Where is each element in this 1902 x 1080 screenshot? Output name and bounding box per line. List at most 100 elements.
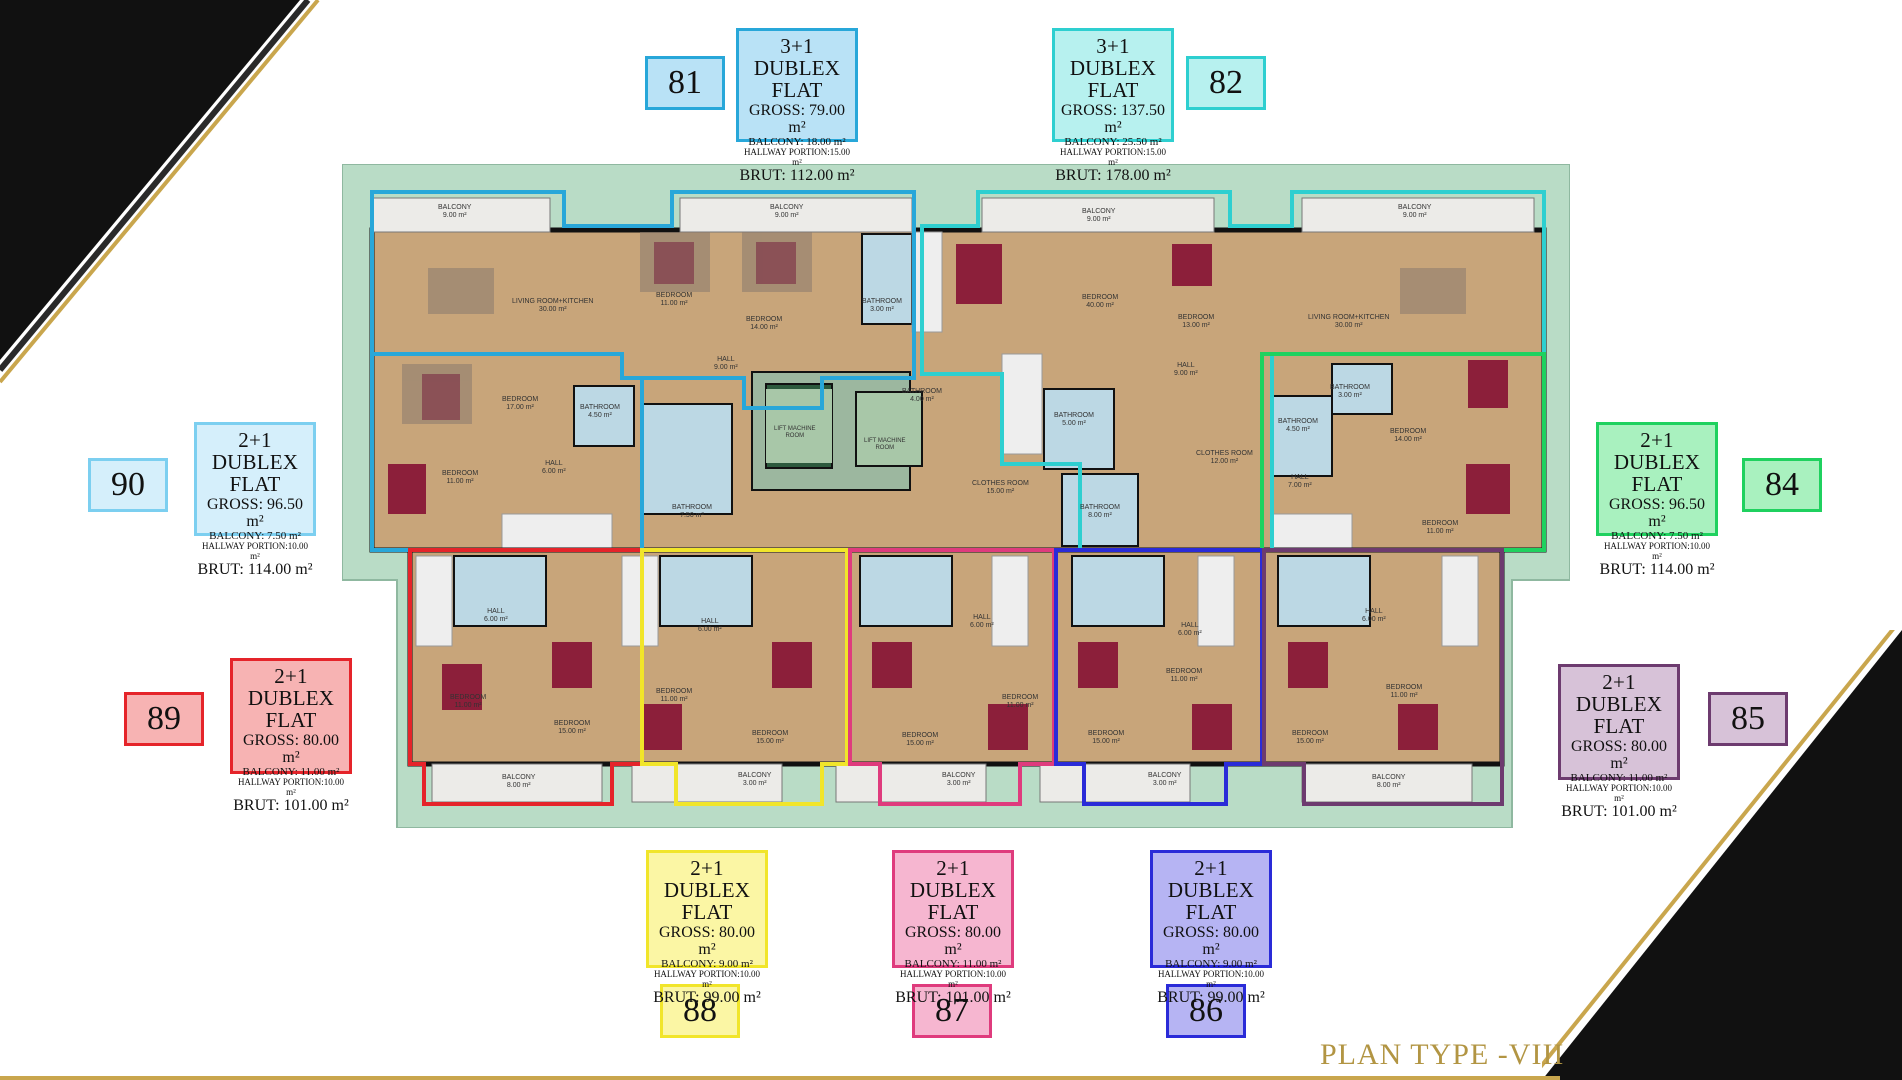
unit-hallway: HALLWAY PORTION:10.00 m²: [1157, 969, 1265, 989]
unit-brut: BRUT: 101.00 m²: [1561, 803, 1677, 821]
unit-brut: BRUT: 114.00 m²: [197, 561, 313, 579]
unit-flat: FLAT: [229, 472, 281, 497]
room-label-bedroom: BEDROOM 11.00 m²: [656, 292, 693, 308]
unit-brut: BRUT: 178.00 m²: [1055, 167, 1171, 185]
unit-number-86[interactable]: 86: [1166, 984, 1246, 1038]
unit-info-82[interactable]: 3+1 DUBLEX FLAT GROSS: 137.50 m² BALCONY…: [1052, 28, 1174, 184]
room-label-hall: HALL 6.00 m²: [1178, 622, 1202, 638]
room-label-bedroom: BEDROOM 13.00 m²: [1178, 314, 1215, 330]
room-label-bathroom: BATHROOM 5.00 m²: [1054, 412, 1094, 428]
unit-brut: BRUT: 114.00 m²: [1599, 561, 1715, 579]
unit-flat: FLAT: [1593, 714, 1645, 739]
unit-hallway: HALLWAY PORTION:15.00 m²: [743, 147, 851, 167]
room-label-hall: HALL 9.00 m²: [714, 356, 738, 372]
unit-balcony: BALCONY: 9.00 m²: [1165, 957, 1257, 970]
unit-balcony: BALCONY: 18.00 m²: [748, 135, 846, 148]
room-label-balcony: BALCONY 3.00 m²: [1148, 772, 1182, 788]
room-label-bedroom: BEDROOM 17.00 m²: [502, 396, 539, 412]
unit-brut: BRUT: 101.00 m²: [895, 989, 1011, 1007]
room-label-bedroom: BEDROOM 40.00 m²: [1082, 294, 1119, 310]
unit-hallway: HALLWAY PORTION:10.00 m²: [237, 777, 345, 797]
unit-flat: FLAT: [927, 900, 979, 925]
room-label-bedroom: BEDROOM 15.00 m²: [1292, 730, 1329, 746]
unit-brut: BRUT: 101.00 m²: [233, 797, 349, 815]
room-label-bedroom: BEDROOM 11.00 m²: [656, 688, 693, 704]
unit-hallway: HALLWAY PORTION:10.00 m²: [899, 969, 1007, 989]
room-label-bedroom: BEDROOM 11.00 m²: [1166, 668, 1203, 684]
unit-number-90[interactable]: 90: [88, 458, 168, 512]
corner-decoration-bottom-right: [1542, 630, 1902, 1080]
unit-type: 3+1 DUBLEX: [753, 34, 841, 81]
unit-flat: FLAT: [1631, 472, 1683, 497]
unit-balcony: BALCONY: 9.00 m²: [661, 957, 753, 970]
room-label-bedroom: BEDROOM 15.00 m²: [1088, 730, 1125, 746]
unit-brut: BRUT: 99.00 m²: [1157, 989, 1265, 1007]
unit-hallway: HALLWAY PORTION:10.00 m²: [653, 969, 761, 989]
room-label-hall: HALL 6.00 m²: [698, 618, 722, 634]
room-label-bedroom: BEDROOM 15.00 m²: [752, 730, 789, 746]
unit-balcony: BALCONY: 7.50 m²: [209, 529, 301, 542]
unit-info-88[interactable]: 2+1 DUBLEX FLAT GROSS: 80.00 m² BALCONY:…: [646, 850, 768, 1006]
room-label-bathroom: BATHROOM 8.00 m²: [1080, 504, 1120, 520]
room-label-bedroom: BEDROOM 11.00 m²: [450, 694, 487, 710]
unit-number-82[interactable]: 82: [1186, 56, 1266, 110]
unit-brut: BRUT: 112.00 m²: [739, 167, 855, 185]
unit-balcony: BALCONY: 7.50 m²: [1611, 529, 1703, 542]
unit-hallway: HALLWAY PORTION:10.00 m²: [201, 541, 309, 561]
unit-type: 2+1 DUBLEX: [663, 856, 751, 903]
unit-flat: FLAT: [681, 900, 733, 925]
unit-gross: GROSS: 80.00 m²: [658, 924, 756, 958]
room-label-bathroom: BATHROOM 3.00 m²: [1330, 384, 1370, 400]
room-label-hall: HALL 6.00 m²: [970, 614, 994, 630]
room-label-living-kitchen: LIVING ROOM+KITCHEN 30.00 m²: [512, 298, 594, 314]
unit-balcony: BALCONY: 11.00 m²: [904, 957, 1002, 970]
unit-gross: GROSS: 137.50 m²: [1060, 102, 1166, 136]
unit-type: 2+1 DUBLEX: [1575, 670, 1663, 717]
unit-type: 2+1 DUBLEX: [247, 664, 335, 711]
room-label-lift-machine: LIFT MACHINE ROOM: [864, 438, 906, 452]
room-label-balcony: BALCONY 9.00 m²: [770, 204, 804, 220]
unit-info-84[interactable]: 2+1 DUBLEX FLAT GROSS: 96.50 m² BALCONY:…: [1596, 422, 1718, 578]
unit-hallway: HALLWAY PORTION:15.00 m²: [1059, 147, 1167, 167]
unit-number-89[interactable]: 89: [124, 692, 204, 746]
unit-flat: FLAT: [1087, 78, 1139, 103]
room-label-hall: HALL 6.00 m²: [542, 460, 566, 476]
unit-gross: GROSS: 80.00 m²: [1162, 924, 1260, 958]
unit-info-87[interactable]: 2+1 DUBLEX FLAT GROSS: 80.00 m² BALCONY:…: [892, 850, 1014, 1006]
unit-info-86[interactable]: 2+1 DUBLEX FLAT GROSS: 80.00 m² BALCONY:…: [1150, 850, 1272, 1006]
unit-number-84[interactable]: 84: [1742, 458, 1822, 512]
room-label-clothes-room: CLOTHES ROOM 12.00 m²: [1196, 450, 1253, 466]
unit-gross: GROSS: 80.00 m²: [242, 732, 340, 766]
unit-info-85[interactable]: 2+1 DUBLEX FLAT GROSS: 80.00 m² BALCONY:…: [1558, 664, 1680, 820]
room-label-balcony: BALCONY 8.00 m²: [502, 774, 536, 790]
room-label-balcony: BALCONY 9.00 m²: [1082, 208, 1116, 224]
unit-number-87[interactable]: 87: [912, 984, 992, 1038]
room-label-lift-machine: LIFT MACHINE ROOM: [774, 426, 816, 440]
unit-hallway: HALLWAY PORTION:10.00 m²: [1603, 541, 1711, 561]
unit-info-90[interactable]: 2+1 DUBLEX FLAT GROSS: 96.50 m² BALCONY:…: [194, 422, 316, 578]
unit-info-89[interactable]: 2+1 DUBLEX FLAT GROSS: 80.00 m² BALCONY:…: [230, 658, 352, 814]
room-label-clothes-room: CLOTHES ROOM 15.00 m²: [972, 480, 1029, 496]
room-label-bedroom: BEDROOM 14.00 m²: [1390, 428, 1427, 444]
room-label-bedroom: BEDROOM 11.00 m²: [442, 470, 479, 486]
unit-number-81[interactable]: 81: [645, 56, 725, 110]
unit-type: 2+1 DUBLEX: [1613, 428, 1701, 475]
room-label-hall: HALL 7.00 m²: [1288, 474, 1312, 490]
unit-number-88[interactable]: 88: [660, 984, 740, 1038]
unit-type: 3+1 DUBLEX: [1069, 34, 1157, 81]
floor-plan-drawing: [342, 164, 1570, 828]
room-label-bathroom: BATHROOM 4.00 m²: [902, 388, 942, 404]
unit-flat: FLAT: [1185, 900, 1237, 925]
unit-info-81[interactable]: 3+1 DUBLEX FLAT GROSS: 79.00 m² BALCONY:…: [736, 28, 858, 184]
unit-number-85[interactable]: 85: [1708, 692, 1788, 746]
room-label-bedroom: BEDROOM 11.00 m²: [1386, 684, 1423, 700]
unit-flat: FLAT: [265, 708, 317, 733]
unit-balcony: BALCONY: 25.50 m²: [1064, 135, 1162, 148]
room-label-bathroom: BATHROOM 4.50 m²: [580, 404, 620, 420]
room-label-balcony: BALCONY 9.00 m²: [1398, 204, 1432, 220]
unit-gross: GROSS: 96.50 m²: [206, 496, 304, 530]
bottom-gold-line: [0, 1076, 1560, 1080]
plan-title: PLAN TYPE -VIII: [1320, 1038, 1565, 1071]
room-label-bedroom: BEDROOM 15.00 m²: [554, 720, 591, 736]
floor-plan: BALCONY 9.00 m² BALCONY 9.00 m² BALCONY …: [342, 164, 1570, 828]
